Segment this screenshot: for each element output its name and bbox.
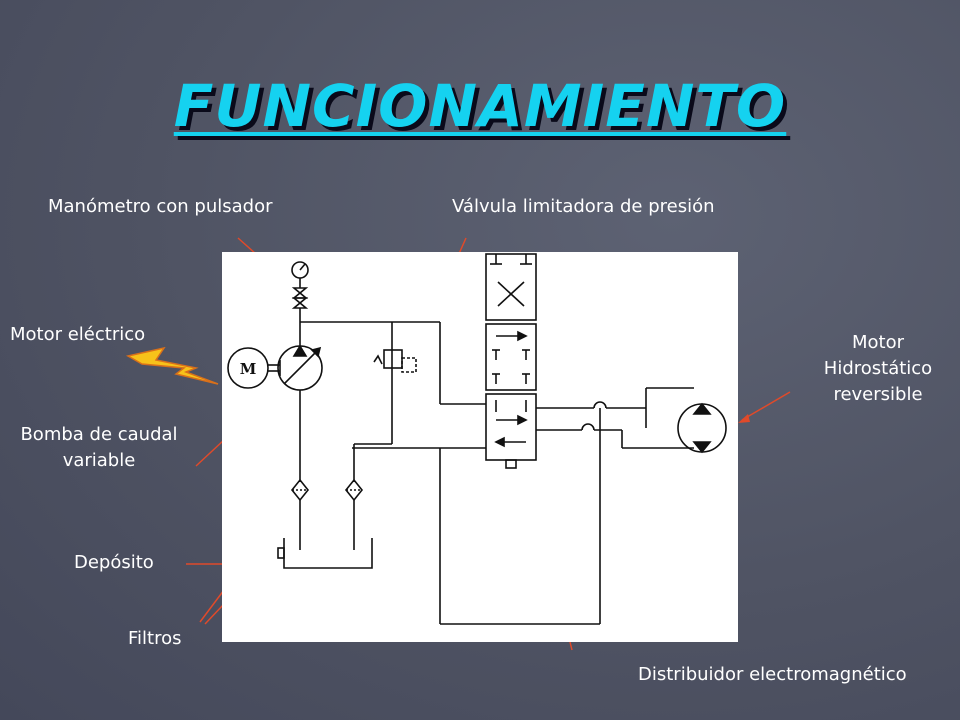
label-motor-hidro-line1: Motor <box>851 332 904 353</box>
label-manometro: Manómetro con pulsador <box>48 196 273 217</box>
filter-symbol-2 <box>344 478 364 502</box>
label-motor-hidrostatico: Motor Hidrostático reversible <box>818 330 938 408</box>
filter-symbol-1 <box>290 478 310 502</box>
tank-symbol <box>277 538 373 569</box>
variable-pump-symbol <box>277 344 323 391</box>
label-filtros: Filtros <box>128 628 182 649</box>
hydrostatic-motor-symbol <box>677 402 727 454</box>
slide-title: FUNCIONAMIENTO <box>173 72 787 140</box>
leader-manometro <box>237 237 257 255</box>
relief-valve-symbol <box>373 349 417 373</box>
label-bomba: Bomba de caudal variable <box>8 422 190 474</box>
label-deposito: Depósito <box>74 552 154 573</box>
hydraulic-circuit-diagram: M <box>222 252 738 642</box>
label-bomba-line1: Bomba de caudal <box>20 424 178 445</box>
motor-symbol-letter: M <box>240 360 257 378</box>
label-motor-electrico: Motor eléctrico <box>10 324 146 345</box>
leader-motor-hidro <box>741 391 791 421</box>
label-motor-hidro-line3: reversible <box>833 384 923 405</box>
leader-filtros-a <box>199 589 225 623</box>
label-bomba-line2: variable <box>62 450 136 471</box>
label-valvula: Válvula limitadora de presión <box>452 196 715 217</box>
label-motor-hidro-line2: Hidrostático <box>823 358 933 379</box>
leader-bomba <box>195 439 225 467</box>
manometer-symbol <box>291 261 309 346</box>
lightning-icon <box>125 346 219 385</box>
leader-distribuidor <box>569 641 573 651</box>
arrowhead-motor-hidro <box>738 414 750 423</box>
leader-filtros-b <box>204 603 225 625</box>
label-distribuidor: Distribuidor electromagnético <box>638 664 907 685</box>
directional-valve-symbol <box>485 253 537 469</box>
electric-motor-symbol: M <box>227 347 281 389</box>
